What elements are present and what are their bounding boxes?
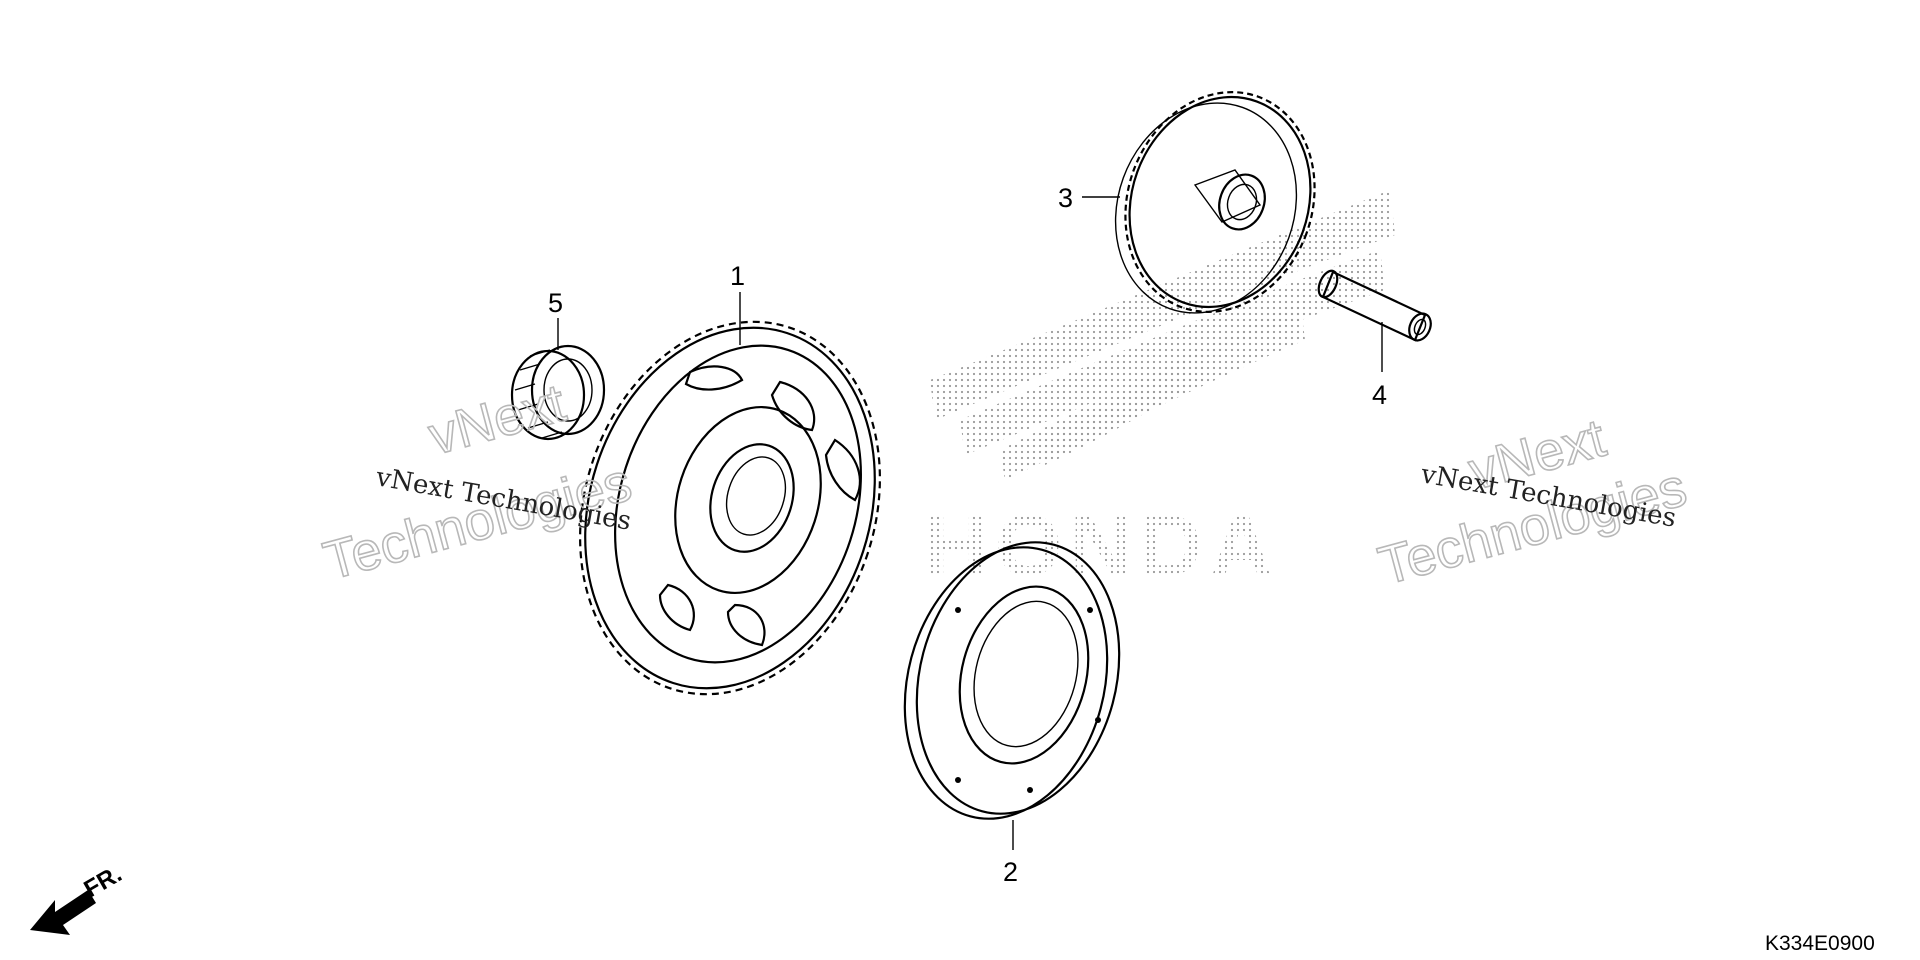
callout-1: 1 <box>730 261 745 291</box>
needle-bearing <box>510 344 606 441</box>
one-way-clutch <box>903 541 1121 820</box>
callout-5: 5 <box>548 288 563 318</box>
callout-4: 4 <box>1372 380 1387 410</box>
callout-3: 3 <box>1058 183 1073 213</box>
watermark-large-line1-left: vNext <box>423 373 572 467</box>
callout-2: 2 <box>1003 857 1018 887</box>
front-direction-arrow-icon <box>30 890 96 935</box>
honda-wing-logo <box>930 190 1395 480</box>
diagram-code: K334E0900 <box>1765 932 1875 955</box>
idle-gear-shaft <box>1317 269 1432 342</box>
watermark-left: vNext Technologies vNext Technologies <box>317 372 639 592</box>
starter-idle-gear <box>1114 91 1316 314</box>
starter-driven-gear <box>579 320 881 696</box>
watermark-right: vNext Technologies vNext Technologies <box>1372 407 1694 597</box>
honda-wordmark-watermark: HONDA <box>925 498 1280 594</box>
